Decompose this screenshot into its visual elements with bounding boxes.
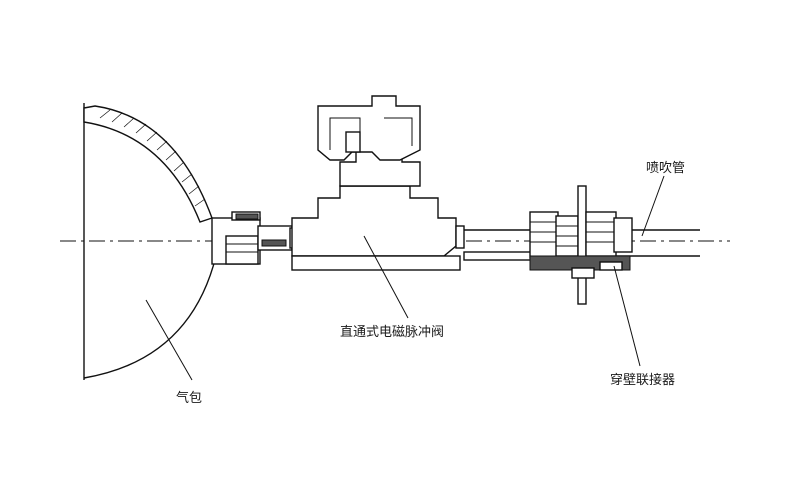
blow-pipe-label: 喷吹管 (646, 161, 685, 176)
blow-pipe-leader (641, 175, 665, 237)
wall-connector (529, 185, 633, 305)
solenoid-valve (291, 95, 465, 271)
air-bag-cover (83, 105, 213, 223)
solenoid-valve-label: 直通式电磁脉冲阀 (340, 325, 444, 340)
inlet-fitting (211, 211, 303, 265)
wall-plate (577, 185, 587, 305)
air-bag-hatching (99, 109, 206, 207)
air-bag-leader (145, 299, 193, 381)
coil-housing (317, 95, 421, 161)
wall-connector-label: 穿壁联接器 (610, 372, 675, 388)
air-bag-label: 气包 (176, 390, 202, 406)
valve-leader (363, 235, 409, 319)
valve-outlet-nut (455, 225, 465, 249)
connector-nut-left (529, 211, 559, 259)
valve-body (291, 185, 457, 257)
wall-connector-leader (613, 265, 641, 367)
air-bag-lower-curve (83, 255, 217, 379)
valve-base (291, 255, 461, 271)
connector-nut-right (585, 211, 617, 257)
